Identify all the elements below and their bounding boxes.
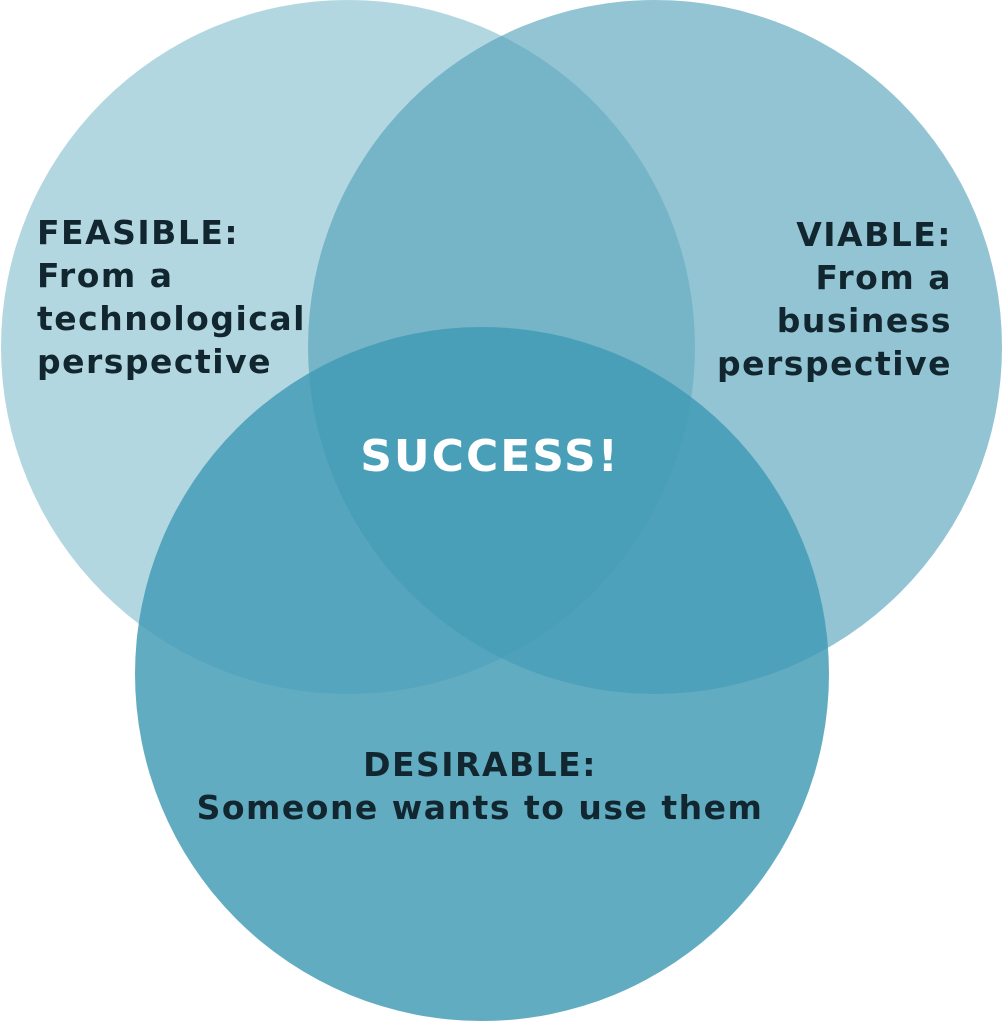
desirable-title: DESIRABLE: — [363, 745, 597, 784]
feasible-line-2: technological — [37, 299, 306, 338]
desirable-line-1: Someone wants to use them — [196, 788, 764, 827]
success-label: SUCCESS! — [360, 431, 620, 482]
viable-line-2: business — [776, 301, 952, 340]
viable-label: VIABLE: From a business perspective — [717, 213, 952, 385]
feasible-title: FEASIBLE: — [37, 213, 240, 252]
viable-line-1: From a — [815, 258, 952, 297]
feasible-line-1: From a — [37, 256, 174, 295]
viable-title: VIABLE: — [796, 215, 952, 254]
viable-line-3: perspective — [717, 344, 952, 383]
feasible-label: FEASIBLE: From a technological perspecti… — [37, 211, 306, 383]
feasible-line-3: perspective — [37, 342, 272, 381]
desirable-label: DESIRABLE: Someone wants to use them — [0, 743, 960, 829]
desirable-circle — [135, 327, 829, 1021]
